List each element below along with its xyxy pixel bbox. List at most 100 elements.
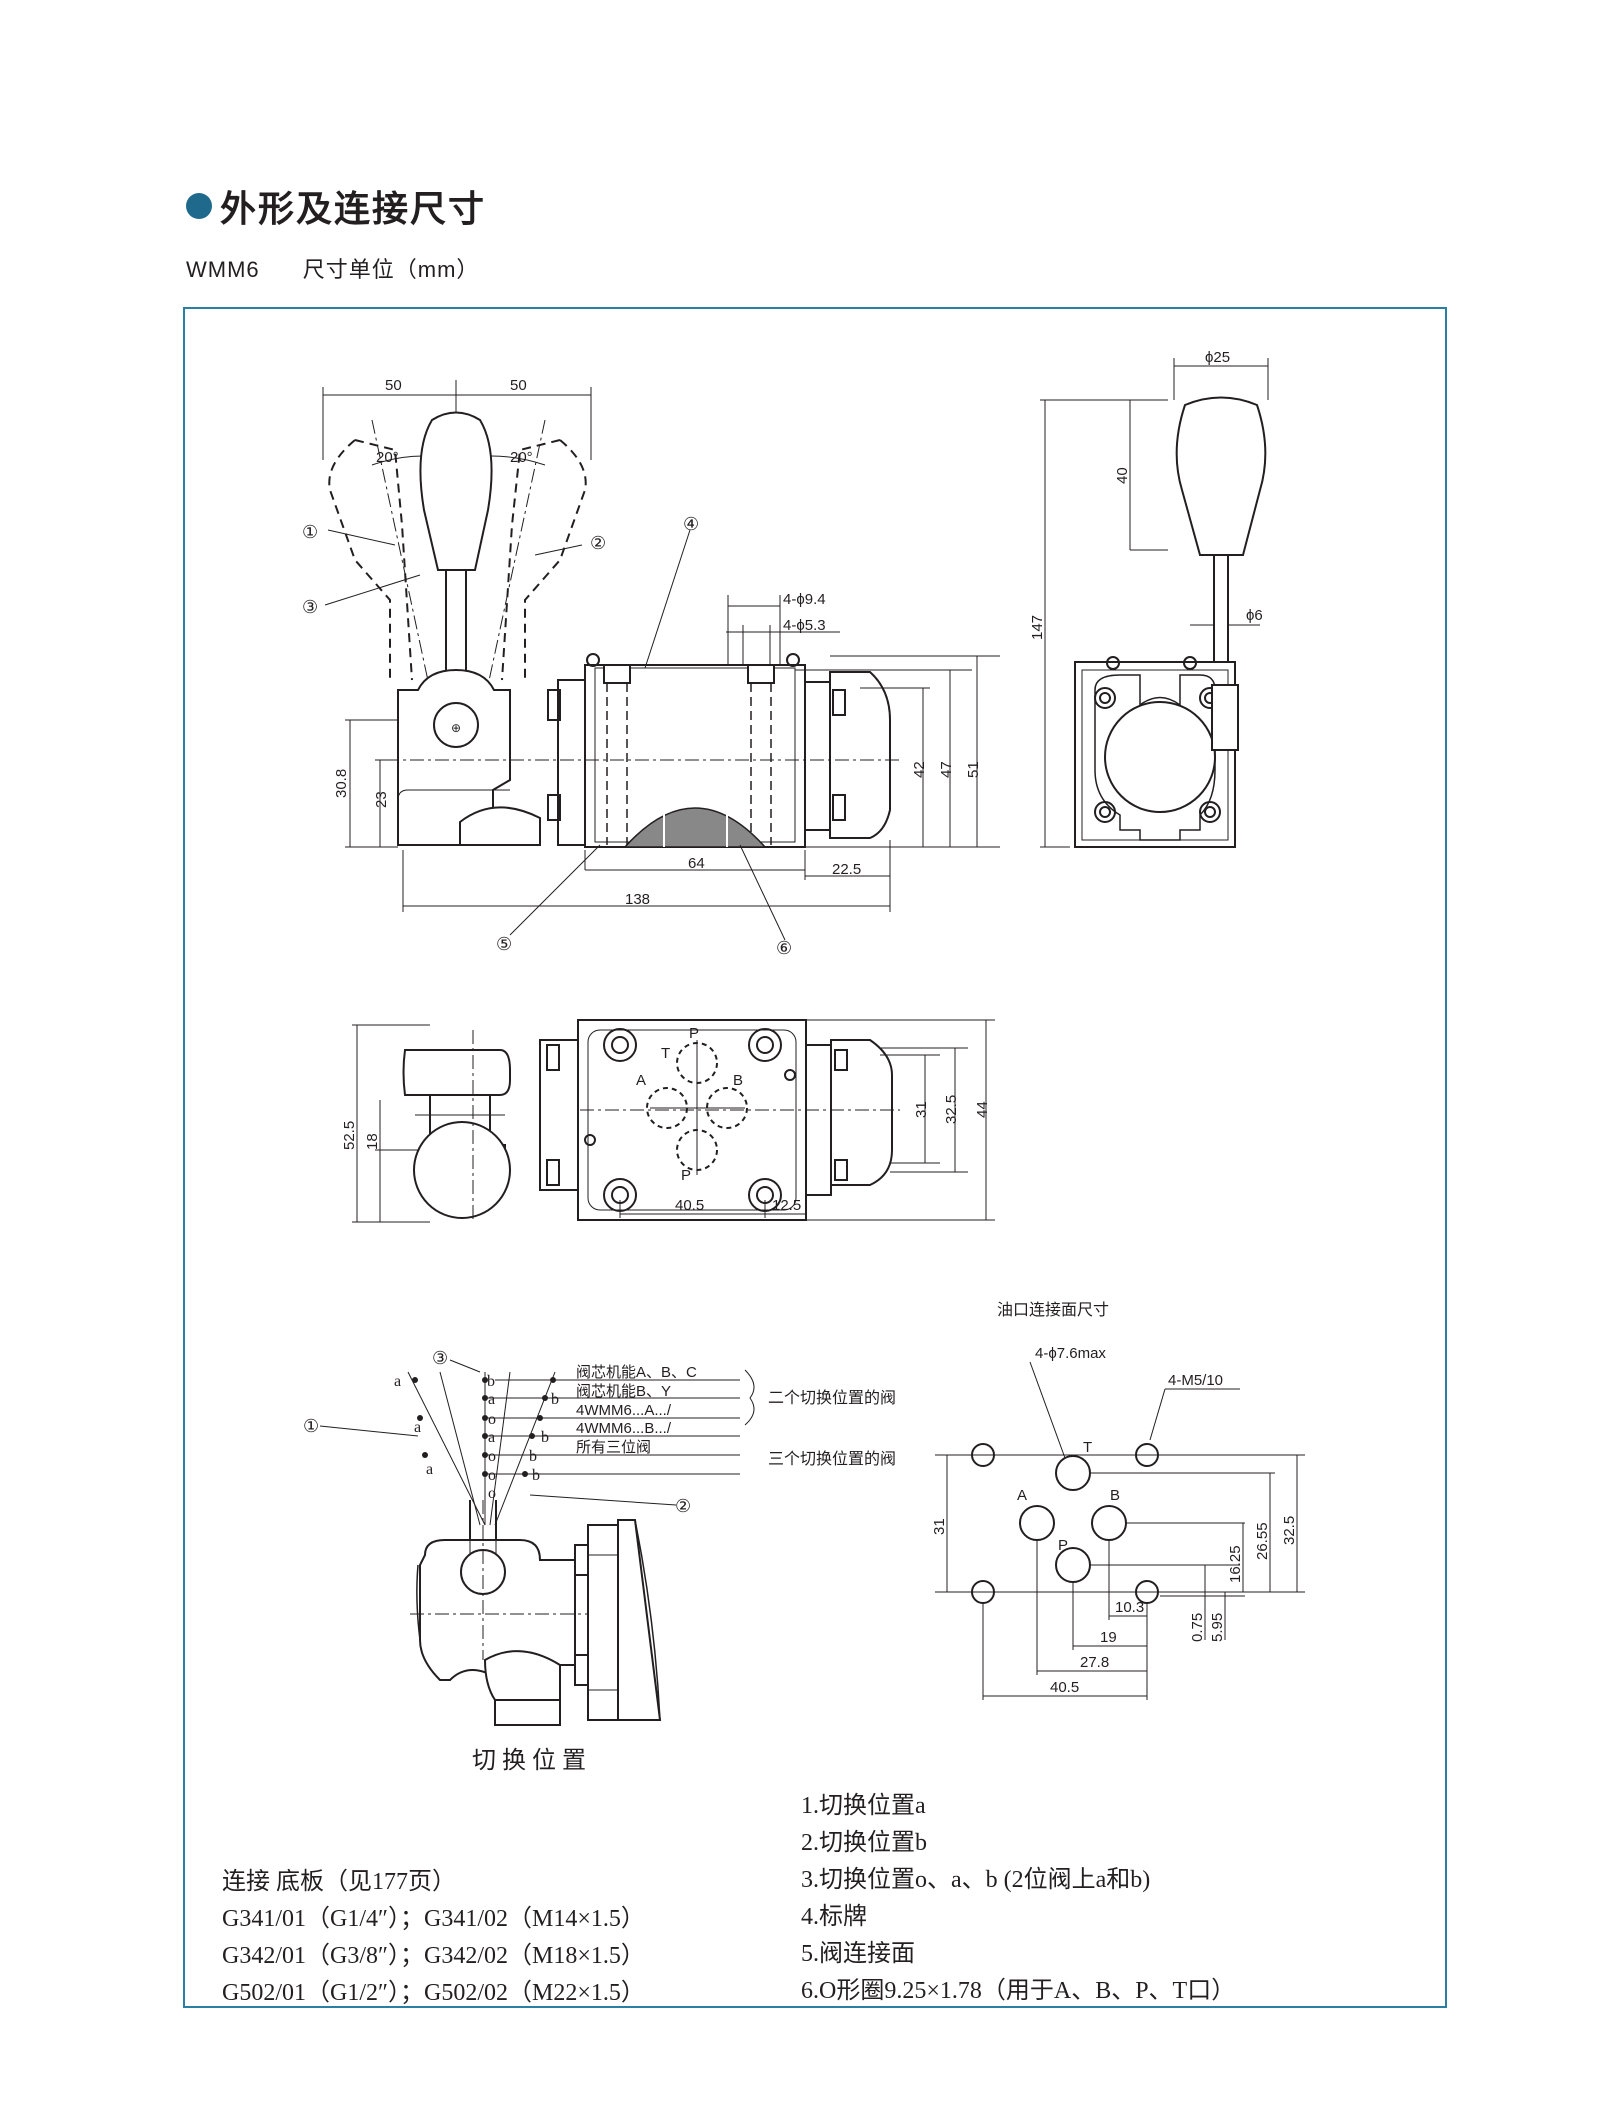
label-b1: b <box>487 1373 495 1390</box>
section-title: 外形及连接尺寸 <box>220 188 487 229</box>
dim-angle-right: 20° <box>510 449 533 466</box>
thread-spec: 4-M5/10 <box>1168 1372 1223 1389</box>
dim-right-50: 50 <box>510 377 527 394</box>
face-dim-19: 19 <box>1100 1629 1117 1646</box>
label-b2: b <box>551 1391 559 1408</box>
dim-left-50: 50 <box>385 377 402 394</box>
label-o3: o <box>488 1467 496 1484</box>
face-dim-26-55: 26.55 <box>1254 1522 1271 1560</box>
dim-height-44: 44 <box>974 1101 991 1118</box>
label-a5: a <box>426 1461 433 1478</box>
face-port-t: T <box>1083 1439 1092 1456</box>
bullet-dot-icon <box>186 193 212 219</box>
label-b5: b <box>532 1467 540 1484</box>
dim-holes-9-4: 4-ϕ9.4 <box>783 591 826 608</box>
drawing-frame <box>183 307 1447 2008</box>
hole-spec: 4-ϕ7.6max <box>1035 1345 1106 1362</box>
face-dim-0-75: 0.75 <box>1189 1613 1206 1642</box>
face-dim-40-5: 40.5 <box>1050 1679 1079 1696</box>
dim-height-52-5: 52.5 <box>341 1121 358 1150</box>
port-p-bottom: P <box>681 1167 691 1184</box>
subplate-heading: 连接 底板（见177页） <box>222 1869 456 1895</box>
row-label-5: 所有三位阀 <box>576 1439 651 1456</box>
switch-callout-3: ③ <box>432 1348 448 1368</box>
note-1: 1.切换位置a <box>801 1793 926 1819</box>
label-a3: a <box>414 1419 421 1436</box>
face-dim-27-8: 27.8 <box>1080 1654 1109 1671</box>
callout-5: ⑤ <box>496 934 512 954</box>
dim-height-23: 23 <box>373 791 390 808</box>
unit-note: 尺寸单位（mm） <box>302 257 480 282</box>
label-o4: o <box>488 1485 496 1502</box>
note-3: 3.切换位置o、a、b (2位阀上a和b) <box>801 1867 1151 1893</box>
dim-width-22-5: 22.5 <box>832 861 861 878</box>
model-code: WMM6 <box>186 257 260 282</box>
face-dim-32-5: 32.5 <box>1281 1516 1298 1545</box>
row-label-1: 阀芯机能A、B、C <box>576 1364 697 1381</box>
face-port-p: P <box>1058 1537 1068 1554</box>
dim-height-47: 47 <box>938 761 955 778</box>
dim-height-40: 40 <box>1114 467 1131 484</box>
subplate-row-1: G341/01（G1/4″）；G341/02（M14×1.5） <box>222 1906 645 1932</box>
callout-4: ④ <box>683 514 699 534</box>
row-label-2: 阀芯机能B、Y <box>576 1383 671 1400</box>
note-4: 4.标牌 <box>801 1904 867 1930</box>
callout-3: ③ <box>302 597 318 617</box>
group-two-positions: 二个切换位置的阀 <box>768 1389 896 1407</box>
front-view: 50 50 20° 20° ⊕ <box>302 377 1000 958</box>
label-o2: o <box>488 1448 496 1465</box>
dim-height-42: 42 <box>911 761 928 778</box>
switch-callout-2: ② <box>675 1496 691 1516</box>
label-o1: o <box>488 1411 496 1428</box>
note-5: 5.阀连接面 <box>801 1941 915 1967</box>
face-dim-5-95: 5.95 <box>1209 1613 1226 1642</box>
dim-dia-6: ϕ6 <box>1246 607 1263 624</box>
port-b: B <box>733 1072 743 1089</box>
dim-height-31: 31 <box>913 1101 930 1118</box>
top-view: 52.5 18 P T A B P <box>341 1019 995 1223</box>
face-port-a: A <box>1017 1487 1027 1504</box>
section-header: 外形及连接尺寸 <box>186 180 486 232</box>
switching-positions-diagram: a b a b a o a b o b a o b o ① ② ③ 阀芯机能A、… <box>303 1348 896 1726</box>
face-dim-31: 31 <box>931 1518 948 1535</box>
port-t: T <box>661 1045 670 1062</box>
callout-2: ② <box>590 533 606 553</box>
row-label-3: 4WMM6...A.../ <box>576 1402 672 1419</box>
subplate-notes: 连接 底板（见177页） G341/01（G1/4″）；G341/02（M14×… <box>222 1864 645 2012</box>
callout-6: ⑥ <box>776 938 792 958</box>
dim-height-147: 147 <box>1029 615 1046 640</box>
dim-dia-25: ϕ25 <box>1205 349 1230 366</box>
label-a2: a <box>488 1391 495 1408</box>
port-a: A <box>636 1072 646 1089</box>
group-three-positions: 三个切换位置的阀 <box>768 1450 896 1468</box>
port-face-diagram: 油口连接面尺寸 4-ϕ7.6max 4-M5/10 T A B P 31 32.… <box>931 1301 1305 1700</box>
legend-notes: 1.切换位置a 2.切换位置b 3.切换位置o、a、b (2位阀上a和b) 4.… <box>801 1788 1235 2010</box>
switching-caption: 切换位置 <box>472 1747 592 1774</box>
dim-height-32-5: 32.5 <box>943 1095 960 1124</box>
dim-width-64: 64 <box>688 855 705 872</box>
label-a1: a <box>394 1373 401 1390</box>
note-2: 2.切换位置b <box>801 1830 927 1856</box>
subplate-row-2: G342/01（G3/8″）；G342/02（M18×1.5） <box>222 1943 645 1969</box>
row-label-4: 4WMM6...B.../ <box>576 1420 672 1437</box>
face-dim-10-3: 10.3 <box>1115 1599 1144 1616</box>
switch-callout-1: ① <box>303 1416 319 1436</box>
face-port-b: B <box>1110 1487 1120 1504</box>
dim-width-138: 138 <box>625 891 650 908</box>
port-p-top: P <box>689 1025 699 1042</box>
dim-width-40-5: 40.5 <box>675 1197 704 1214</box>
subplate-row-3: G502/01（G1/2″）；G502/02（M22×1.5） <box>222 1980 645 2006</box>
dim-height-30-8: 30.8 <box>333 769 350 798</box>
dim-angle-left: 20° <box>376 449 399 466</box>
dim-holes-5-3: 4-ϕ5.3 <box>783 617 826 634</box>
label-b4: b <box>529 1448 537 1465</box>
side-view: 147 40 ϕ25 ϕ6 <box>1029 349 1269 848</box>
callout-1: ① <box>302 522 318 542</box>
pivot-icon: ⊕ <box>451 721 461 735</box>
note-6: 6.O形圈9.25×1.78（用于A、B、P、T口） <box>801 1978 1236 2004</box>
model-line: WMM6 尺寸单位（mm） <box>186 252 479 284</box>
face-dim-16-25: 16.25 <box>1227 1545 1244 1583</box>
label-a4: a <box>488 1429 495 1446</box>
label-b3: b <box>541 1429 549 1446</box>
